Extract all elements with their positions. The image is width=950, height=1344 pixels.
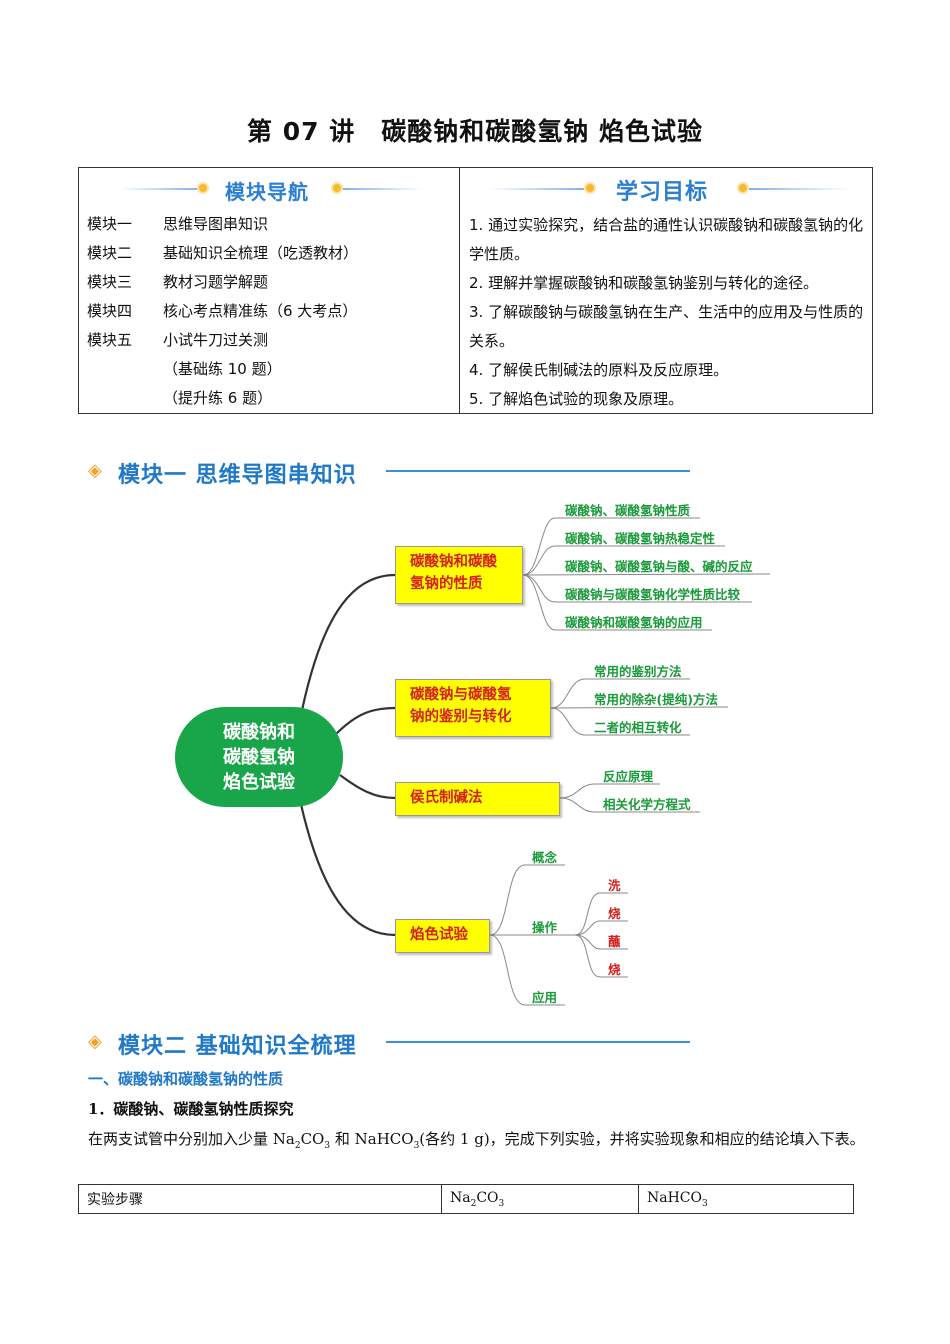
mindmap-branch-properties: 碳酸钠和碳酸 氢钠的性质 xyxy=(395,546,523,604)
nav-dot-right-icon xyxy=(331,182,343,194)
table-header-cell: Na2CO3 xyxy=(441,1184,639,1214)
nav-item[interactable]: 模块一思维导图串知识 xyxy=(87,215,269,233)
mindmap-leaf: 常用的除杂(提纯)方法 xyxy=(594,692,718,707)
mindmap-leaf: 概念 xyxy=(532,850,558,865)
section1-line xyxy=(386,470,690,472)
mindmap-leaf: 碳酸钠、碳酸氢钠性质 xyxy=(565,503,691,518)
mindmap-step: 烧 xyxy=(608,962,621,977)
mindmap-leaf: 反应原理 xyxy=(603,769,654,784)
mindmap-branch-flame-test: 焰色试验 xyxy=(395,919,490,953)
intro-paragraph: 在两支试管中分别加入少量 Na2CO3 和 NaHCO3(各约 1 g)，完成下… xyxy=(88,1130,865,1151)
mindmap-leaf: 碳酸钠、碳酸氢钠热稳定性 xyxy=(565,531,716,546)
table-row: 实验步骤 Na2CO3 NaHCO3 xyxy=(78,1184,854,1214)
nav-item[interactable]: 模块五小试牛刀过关测 xyxy=(87,331,269,349)
intro-divider xyxy=(459,168,460,413)
mindmap-step: 洗 xyxy=(608,878,621,893)
mindmap-leaf: 碳酸钠与碳酸氢钠化学性质比较 xyxy=(565,587,741,602)
sub-subsection-heading: 1．碳酸钠、碳酸氢钠性质探究 xyxy=(88,1100,294,1118)
mindmap-step: 烧 xyxy=(608,906,621,921)
mindmap-leaf: 应用 xyxy=(532,990,558,1005)
goals-header: 学习目标 xyxy=(616,180,709,205)
nav-item[interactable]: 模块二基础知识全梳理（吃透教材） xyxy=(87,244,359,262)
nav-header: 模块导航 xyxy=(225,180,309,204)
mindmap-center-node: 碳酸钠和 碳酸氢钠 焰色试验 xyxy=(175,707,343,807)
goals-dot-right-icon xyxy=(737,182,749,194)
mindmap-step: 蘸 xyxy=(608,934,621,949)
goal-item: 3. 了解碳酸钠与碳酸氢钠在生产、生活中的应用及与性质的关系。 xyxy=(469,303,864,350)
goal-item: 1. 通过实验探究，结合盐的通性认识碳酸钠和碳酸氢钠的化学性质。 xyxy=(469,216,864,263)
goals-header-line-right xyxy=(749,188,849,190)
intro-box: 模块导航 模块一思维导图串知识 模块二基础知识全梳理（吃透教材） 模块三教材习题… xyxy=(78,167,873,414)
mindmap-leaf: 操作 xyxy=(532,920,558,935)
goals-dot-left-icon xyxy=(584,182,596,194)
nav-item[interactable]: 模块四核心考点精准练（6 大考点） xyxy=(87,302,358,320)
goals-header-line-left xyxy=(489,188,584,190)
nav-item: （基础练 10 题） xyxy=(163,360,282,378)
nav-header-line-left xyxy=(119,188,199,190)
nav-item: （提升练 6 题） xyxy=(163,389,273,407)
mindmap-leaf: 常用的鉴别方法 xyxy=(594,664,682,679)
table-header-cell: NaHCO3 xyxy=(638,1184,854,1214)
mindmap-leaf: 二者的相互转化 xyxy=(594,720,682,735)
subsection-heading: 一、碳酸钠和碳酸氢钠的性质 xyxy=(88,1070,284,1088)
nav-item[interactable]: 模块三教材习题学解题 xyxy=(87,273,269,291)
goal-item: 4. 了解侯氏制碱法的原料及反应原理。 xyxy=(469,361,729,379)
diamond-icon: ◈ xyxy=(88,1031,102,1052)
experiment-table: 实验步骤 Na2CO3 NaHCO3 xyxy=(78,1184,854,1214)
section1-title: 模块一 思维导图串知识 xyxy=(118,463,357,488)
table-header-cell: 实验步骤 xyxy=(78,1184,442,1214)
mindmap-branch-hou-process: 侯氏制碱法 xyxy=(395,782,560,816)
mindmap-branch-identification: 碳酸钠与碳酸氢 钠的鉴别与转化 xyxy=(395,679,551,737)
page-title: 第 07 讲 碳酸钠和碳酸氢钠 焰色试验 xyxy=(247,117,703,146)
nav-dot-left-icon xyxy=(197,182,209,194)
mindmap-leaf: 碳酸钠、碳酸氢钠与酸、碱的反应 xyxy=(565,559,753,574)
section2-line xyxy=(386,1041,690,1043)
goal-item: 5. 了解焰色试验的现象及原理。 xyxy=(469,390,684,408)
diamond-icon: ◈ xyxy=(88,460,102,481)
mindmap-leaf: 相关化学方程式 xyxy=(603,797,691,812)
goal-item: 2. 理解并掌握碳酸钠和碳酸氢钠鉴别与转化的途径。 xyxy=(469,274,819,292)
section2-title: 模块二 基础知识全梳理 xyxy=(118,1034,357,1059)
nav-header-line-right xyxy=(343,188,423,190)
mindmap-leaf: 碳酸钠和碳酸氢钠的应用 xyxy=(565,615,703,630)
